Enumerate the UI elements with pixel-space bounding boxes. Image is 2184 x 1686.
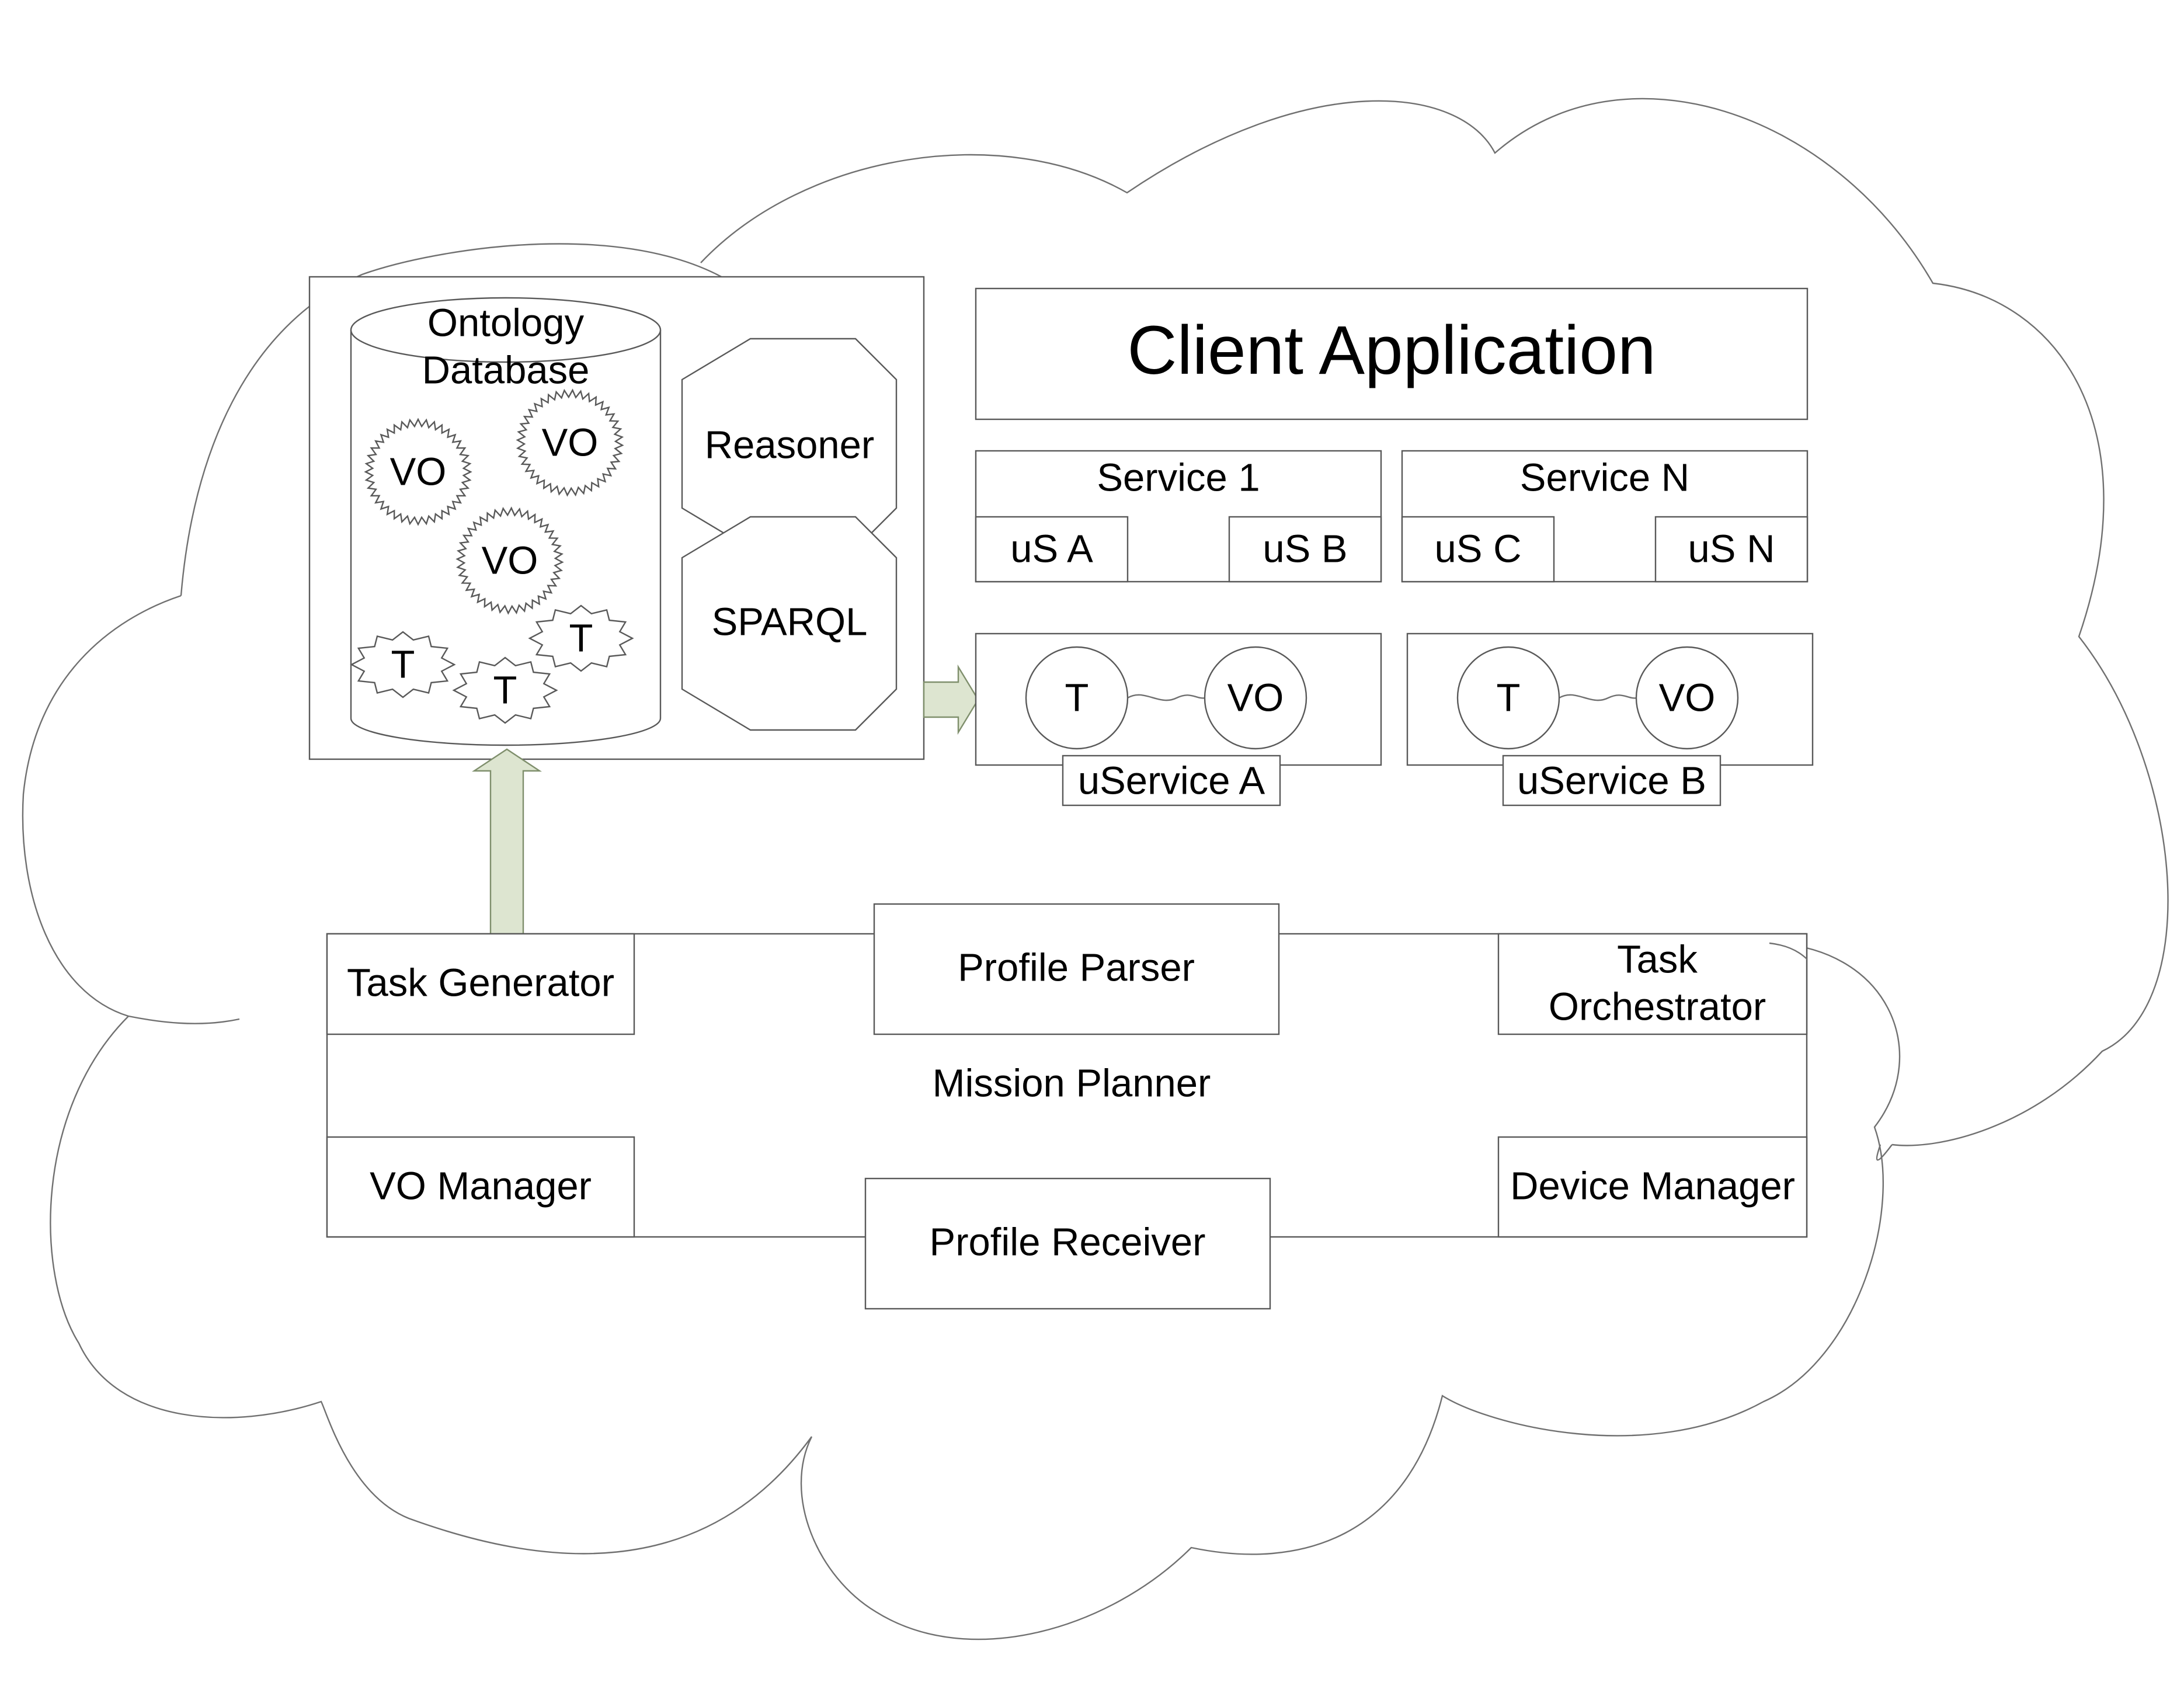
- reasoner-label: Reasoner: [705, 423, 875, 467]
- vo-manager-label: VO Manager: [370, 1164, 592, 1208]
- task-burst-shape: [350, 631, 456, 698]
- database-label-line1: Ontology: [427, 301, 585, 345]
- client-application-box: [975, 287, 1809, 420]
- vo-circle: [1204, 646, 1307, 750]
- reasoner-octagon: Reasoner: [681, 338, 898, 550]
- task-burst-shape: [528, 604, 634, 672]
- profile-parser-box: Profile Parser: [873, 903, 1280, 1035]
- task-label: T: [569, 617, 593, 661]
- vo-gear-shape: [516, 388, 624, 497]
- task-orchestrator-label-line1: Task: [1617, 938, 1698, 982]
- task-burst: T: [452, 656, 558, 724]
- vo-label: VO: [482, 539, 538, 583]
- task-label: T: [391, 643, 415, 687]
- vo-gear: VO: [364, 418, 472, 526]
- uservice-label-box: [1062, 755, 1281, 807]
- uservice-a: T VO uService A: [975, 632, 1382, 807]
- connector-line: [1559, 694, 1638, 701]
- task-label: T: [1065, 676, 1089, 720]
- profile-receiver-box: Profile Receiver: [864, 1177, 1271, 1310]
- microservice-box: [975, 516, 1129, 583]
- vo-label: VO: [542, 421, 599, 465]
- microservice-label: uS N: [1688, 527, 1775, 571]
- device-manager-label: Device Manager: [1510, 1164, 1795, 1208]
- task-circle: [1456, 646, 1560, 750]
- microservice-label: uS A: [1010, 527, 1093, 571]
- mission-planner-label: Mission Planner: [933, 1062, 1211, 1106]
- microservice-label: uS C: [1435, 527, 1522, 571]
- microservice-label: uS B: [1263, 527, 1347, 571]
- arrow-up: [472, 748, 542, 936]
- vo-label: VO: [1227, 676, 1284, 720]
- uservice-label-box: [1502, 755, 1722, 807]
- task-label: T: [493, 669, 517, 712]
- task-label: T: [1497, 676, 1521, 720]
- microservice-box: [1654, 516, 1809, 583]
- vo-gear: VO: [455, 506, 564, 615]
- sparql-label: SPARQL: [712, 600, 868, 644]
- task-burst-shape: [452, 656, 558, 724]
- profile-receiver-label: Profile Receiver: [930, 1221, 1206, 1264]
- database-label-line2: Database: [422, 349, 590, 392]
- uservice-label: uService A: [1078, 759, 1265, 803]
- vo-manager-box: VO Manager: [326, 1136, 635, 1238]
- task-orchestrator-box: Task Orchestrator: [1497, 933, 1808, 1035]
- ontology-database: Ontology Database VO VO VO T T T: [350, 297, 662, 746]
- vo-circle: [1635, 646, 1739, 750]
- service-group-n: Service N uS C uS N: [1401, 450, 1809, 583]
- service-group-1: Service 1 uS A uS B: [975, 450, 1382, 583]
- task-burst: T: [350, 631, 456, 698]
- task-circle: [1025, 646, 1129, 750]
- task-generator-box: Task Generator: [326, 933, 635, 1035]
- task-generator-label: Task Generator: [347, 961, 614, 1005]
- uservice-b: T VO uService B: [1406, 632, 1814, 807]
- vo-gear: VO: [516, 388, 624, 497]
- connector-line: [1127, 694, 1206, 701]
- task-orchestrator-label-line2: Orchestrator: [1549, 985, 1766, 1029]
- uservice-label: uService B: [1517, 759, 1706, 803]
- arrow-right: [923, 664, 979, 735]
- task-burst: T: [528, 604, 634, 672]
- service-label: Service 1: [1097, 456, 1260, 500]
- vo-gear-shape: [364, 418, 472, 526]
- microservice-box: [1401, 516, 1555, 583]
- client-application-title: Client Application: [1127, 312, 1656, 389]
- microservice-box: [1228, 516, 1382, 583]
- profile-parser-label: Profile Parser: [958, 946, 1195, 990]
- vo-gear-shape: [455, 506, 564, 615]
- cloud-outline: [22, 98, 2169, 1640]
- device-manager-box: Device Manager: [1497, 1136, 1808, 1238]
- vo-label: VO: [1659, 676, 1716, 720]
- sparql-octagon: SPARQL: [681, 516, 898, 731]
- service-label: Service N: [1520, 456, 1689, 500]
- vo-label: VO: [390, 450, 447, 494]
